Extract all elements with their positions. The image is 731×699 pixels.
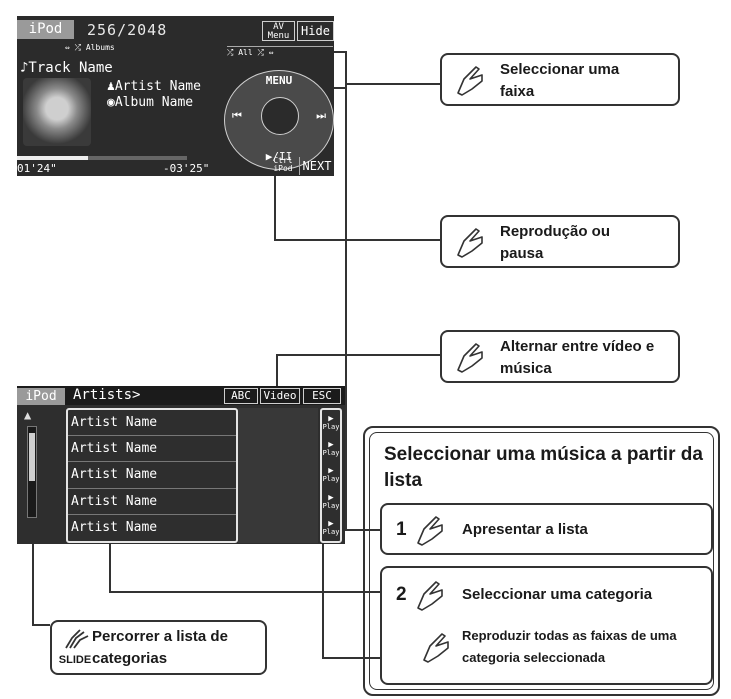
play-button[interactable]: ▶Play [322,515,340,541]
track-counter: 256/2048 [87,21,168,39]
breadcrumb: Artists> [73,387,141,403]
shuffle-albums-indicator: ⇔ ⤮ Albums [65,43,115,52]
list-item[interactable]: Artist Name [68,410,236,437]
play-label: Play [322,423,340,431]
play-icon: ▶ [328,492,334,503]
list-header [17,386,345,405]
list-item[interactable]: Artist Name [68,489,236,515]
scroll-thumb[interactable] [29,433,35,481]
menu-button[interactable]: MENU [265,74,293,87]
album-artwork [23,78,91,146]
click-wheel[interactable]: MENU ⏮ ⏭ ▶/II [224,70,334,170]
center-button[interactable] [261,97,299,135]
touch-hand-icon [457,343,483,373]
touch-hand-icon [423,633,449,663]
row-background [238,408,318,543]
play-buttons-column: ▶Play ▶Play ▶Play ▶Play ▶Play [320,408,342,543]
step-2-box: 2 Seleccionar uma categoria Reproduzir t… [380,566,713,685]
slide-gesture-icon: SLIDE [57,628,93,668]
play-label: Play [322,475,340,484]
step-number: 2 [396,584,407,605]
callout-play-pause: Reprodução ou pausa [440,215,680,268]
tab-ipod[interactable]: iPod [17,388,65,405]
ctrl-ipod-button[interactable]: Ctrl iPod [273,156,293,173]
select-from-list-panel [363,426,720,696]
callout-text: Percorrer a lista de categorias [92,628,228,667]
album-label: Album Name [114,95,194,110]
artist-list-screen: iPod Artists> ABC Video ESC ▲ Artist Nam… [17,386,345,544]
play-pause-button[interactable]: ▶/II [265,150,293,163]
hide-button[interactable]: Hide [297,21,334,41]
play-button[interactable]: ▶Play [322,410,340,436]
next-track-icon[interactable]: ⏭ [316,109,326,122]
category-list: Artist Name Artist Name Artist Name Arti… [66,408,238,543]
esc-button[interactable]: ESC [303,388,341,404]
callout-scroll-list: SLIDE Percorrer a lista de categorias [50,620,267,675]
panel-title: Seleccionar uma música a partir da lista [384,444,703,491]
callout-toggle-video: Alternar entre vídeo e música [440,330,680,383]
callout-text: Reprodução ou pausa [500,223,611,262]
av-menu-button[interactable]: AV Menu [262,21,295,41]
list-item[interactable]: Artist Name [68,462,236,489]
step-text: Seleccionar uma categoria [462,586,653,603]
callout-select-track: Seleccionar uma faixa [440,53,680,106]
slide-label: SLIDE [58,654,92,666]
tab-ipod[interactable]: iPod [17,20,74,39]
album-name: ◉Album Name [107,95,193,110]
step-subtext: Reproduzir todas as faixas de uma catego… [462,628,677,665]
play-icon: ▶ [328,518,334,529]
progress-bar[interactable] [17,156,187,160]
progress-fill [17,156,89,160]
step-text: Apresentar a lista [462,521,588,538]
list-item[interactable]: Artist Name [68,436,236,463]
callout-text: Alternar entre vídeo e música [500,338,655,377]
shuffle-repeat-controls[interactable]: ⤮ All ⤮ ⇔ [227,46,333,58]
callout-text: Seleccionar uma faixa [500,61,620,100]
track-name: ♪Track Name [20,60,113,76]
play-button[interactable]: ▶Play [322,489,340,515]
play-button[interactable]: ▶Play [322,436,340,462]
abc-search-button[interactable]: ABC [224,388,258,404]
play-label: Play [322,449,340,458]
list-item[interactable]: Artist Name [71,519,158,535]
play-icon: ▶ [328,440,334,451]
time-remaining: -03'25" [163,162,210,175]
artist-name: ♟Artist Name [107,79,201,94]
play-icon: ▶ [328,466,334,477]
touch-hand-icon [417,516,443,546]
step-number: 1 [396,519,407,540]
play-label: Play [322,501,340,510]
play-label: Play [322,527,340,536]
next-button[interactable]: NEXT [299,157,334,175]
video-toggle-button[interactable]: Video [260,388,300,404]
scrollbar[interactable] [27,426,37,518]
artist-label: Artist Name [114,79,201,94]
step-1-box: 1 Apresentar a lista [380,503,713,555]
play-icon: ▶ [328,414,334,424]
touch-hand-icon [457,66,483,96]
scroll-up-icon[interactable]: ▲ [24,408,32,422]
ipod-playback-screen: iPod 256/2048 AV Menu Hide ⇔ ⤮ Albums ⤮ … [17,16,334,176]
play-button[interactable]: ▶Play [322,462,340,488]
time-elapsed: 01'24" [17,162,57,175]
person-icon: ♟ [107,79,115,94]
touch-hand-icon [417,581,443,611]
touch-hand-icon [457,228,483,258]
hand-icon [65,629,89,649]
previous-track-icon[interactable]: ⏮ [232,109,242,122]
panel-inner-border [369,432,714,690]
disc-icon: ◉ [107,95,115,110]
